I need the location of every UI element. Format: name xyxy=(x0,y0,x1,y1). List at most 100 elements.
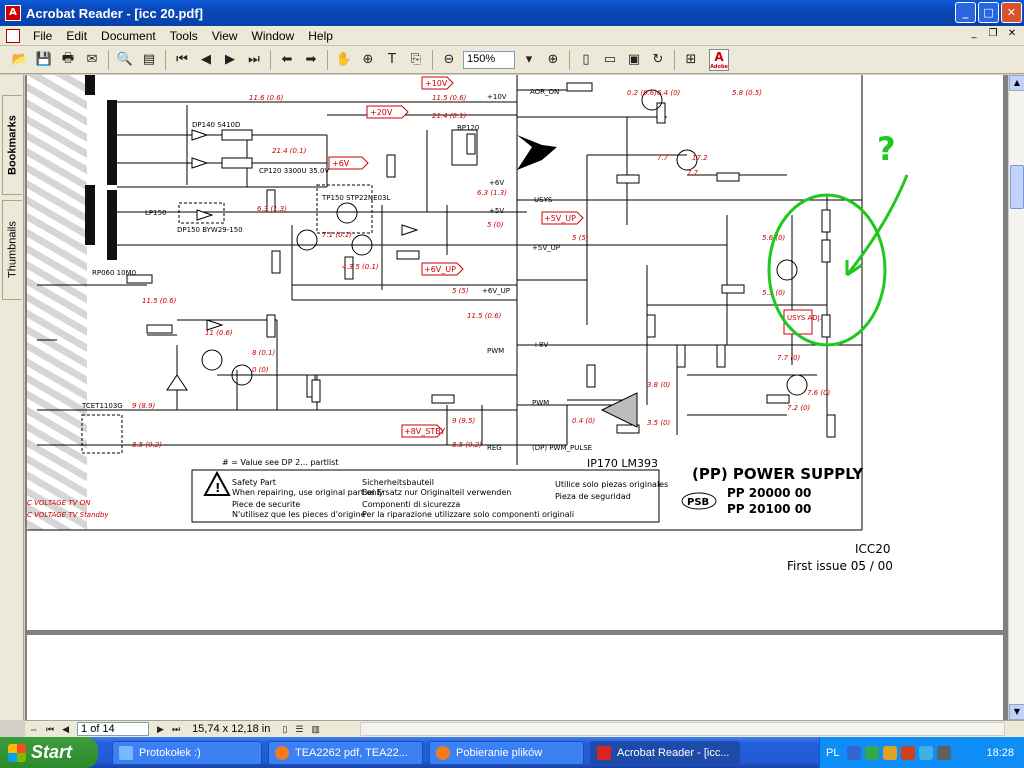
label-5v: +5V xyxy=(489,207,504,215)
taskbar-item-tea2262[interactable]: TEA2262 pdf, TEA22... xyxy=(268,740,423,765)
last-page-icon[interactable]: ⏭ xyxy=(171,723,181,734)
svg-text:8 (0.1): 8 (0.1) xyxy=(252,349,276,357)
zoom-in-tool-icon[interactable]: ⊕ xyxy=(362,52,374,67)
label-5v-up: +5V_UP xyxy=(532,244,560,252)
language-indicator[interactable]: PL xyxy=(826,746,840,759)
task-label: Protokołek :) xyxy=(139,746,201,759)
horizontal-scrollbar[interactable] xyxy=(360,722,1005,736)
fit-width-icon[interactable]: ▣ xyxy=(627,52,641,67)
prev-page-icon[interactable]: ◀ xyxy=(62,723,70,734)
taskbar-item-protokolek[interactable]: Protokołek :) xyxy=(112,740,262,765)
svg-text:3.8 (0): 3.8 (0) xyxy=(647,381,671,389)
zoom-input[interactable]: 150% xyxy=(463,50,515,69)
zoom-in-icon[interactable]: ⊕ xyxy=(547,52,559,67)
text-select-icon[interactable]: T xyxy=(388,52,396,67)
task-label: TEA2262 pdf, TEA22... xyxy=(295,746,408,759)
menu-edit[interactable]: Edit xyxy=(66,28,88,43)
print-icon[interactable]: 🖶 xyxy=(61,50,75,66)
next-page-icon[interactable]: ▶ xyxy=(225,52,235,67)
doc-close-button[interactable]: ✕ xyxy=(1007,28,1017,39)
last-page-icon[interactable]: ⏭ xyxy=(248,52,260,67)
start-label: Start xyxy=(31,742,73,762)
menu-help[interactable]: Help xyxy=(308,28,333,43)
hand-tool-icon[interactable]: ✋ xyxy=(335,52,353,67)
svg-text:21.4 (0.1): 21.4 (0.1) xyxy=(432,112,467,120)
menu-document[interactable]: Document xyxy=(101,28,156,43)
tray-expand-icon[interactable] xyxy=(847,745,862,760)
taskbar-item-downloads[interactable]: Pobieranie plików xyxy=(429,740,584,765)
prev-page-icon[interactable]: ◀ xyxy=(201,52,211,67)
svg-text:0.2 (0.6): 0.2 (0.6) xyxy=(627,89,657,97)
messenger-tray-icon[interactable] xyxy=(883,745,898,760)
rotate-icon[interactable]: ↻ xyxy=(652,52,664,67)
tab-thumbnails[interactable]: Thumbnails xyxy=(2,200,22,300)
label-usys: USYS xyxy=(534,196,553,204)
more-tools-icon[interactable]: ⊞ xyxy=(685,52,697,67)
doc-restore-button[interactable]: ❐ xyxy=(988,28,998,39)
tab-bookmarks[interactable]: Bookmarks xyxy=(2,95,22,195)
label-pwm-2: PWM xyxy=(532,399,549,407)
svg-text:0.4 (0): 0.4 (0) xyxy=(572,417,596,425)
scroll-up-icon[interactable]: ▲ xyxy=(1009,75,1024,91)
svg-text:7.7 (0): 7.7 (0) xyxy=(777,354,801,362)
svg-text:0 (0): 0 (0) xyxy=(252,366,269,374)
volume-icon[interactable] xyxy=(919,745,934,760)
email-icon[interactable]: ✉ xyxy=(86,52,98,67)
network-icon[interactable] xyxy=(865,745,880,760)
zoom-dropdown-icon[interactable]: ▾ xyxy=(525,52,533,67)
minimize-button[interactable]: _ xyxy=(955,2,976,23)
legend-safety-en-1: Safety Part xyxy=(232,478,276,487)
menu-window[interactable]: Window xyxy=(251,28,295,43)
single-page-icon[interactable]: ▯ xyxy=(282,723,288,734)
menu-file[interactable]: File xyxy=(33,28,53,43)
note-tv-standby: C VOLTAGE TV Standby xyxy=(27,511,109,519)
hatched-border xyxy=(27,75,87,530)
facing-pages-icon[interactable]: ▥ xyxy=(311,723,320,734)
go-back-icon[interactable]: ⬅ xyxy=(281,52,293,67)
doc-minimize-button[interactable]: _ xyxy=(971,28,977,39)
legend-safety-es-2: Pieza de seguridad xyxy=(555,492,631,501)
fit-page-icon[interactable]: ▭ xyxy=(603,52,617,67)
label-aor-on: AOR_ON xyxy=(530,88,559,96)
scroll-thumb[interactable] xyxy=(1010,165,1024,209)
scroll-down-icon[interactable]: ▼ xyxy=(1009,704,1024,720)
first-page-icon[interactable]: ⏮ xyxy=(176,52,188,67)
document-view[interactable]: +10V +20V +6V +5V_UP +6V_UP +8V_STBY 11.… xyxy=(25,75,1008,720)
go-forward-icon[interactable]: ➡ xyxy=(305,52,317,67)
first-page-icon[interactable]: ⏮ xyxy=(46,723,55,734)
page-nav-arrows-icon[interactable]: ⇔ xyxy=(29,724,38,734)
taskbar-item-acrobat[interactable]: Acrobat Reader - [icc... xyxy=(590,740,740,765)
continuous-icon[interactable]: ☰ xyxy=(295,723,304,734)
flag-10v: +10V xyxy=(425,79,448,88)
transformer-core xyxy=(107,100,117,185)
svg-text:4.3 5 (0.1): 4.3 5 (0.1) xyxy=(342,263,379,271)
svg-text:11.5 (0.6): 11.5 (0.6) xyxy=(432,94,467,102)
save-icon[interactable]: 💾 xyxy=(35,52,53,67)
close-button[interactable]: ✕ xyxy=(1001,2,1022,23)
clock: 18:28 xyxy=(986,746,1014,759)
svg-text:7.2 (0): 7.2 (0) xyxy=(787,404,811,412)
toolbar-separator xyxy=(270,49,271,70)
psb-badge: PSB xyxy=(687,497,709,508)
next-page-icon[interactable]: ▶ xyxy=(157,723,164,734)
maximize-button[interactable]: □ xyxy=(978,2,999,23)
start-button[interactable]: Start xyxy=(0,737,98,768)
label-pwm-pulse: (DP) PWM_PULSE xyxy=(532,444,592,452)
schematic-drawing: +10V +20V +6V +5V_UP +6V_UP +8V_STBY 11.… xyxy=(27,75,909,573)
snapshot-icon[interactable]: ⎘ xyxy=(410,52,422,67)
document-icon[interactable] xyxy=(6,28,20,43)
label-dp150: DP150 BYW29-150 xyxy=(177,226,243,234)
toolbar-separator xyxy=(327,49,328,70)
search-icon[interactable]: 🔍 xyxy=(116,52,134,67)
menu-tools[interactable]: Tools xyxy=(169,28,198,43)
show-hide-navigation-icon[interactable]: ▤ xyxy=(142,52,156,67)
security-icon[interactable] xyxy=(901,745,916,760)
actual-size-icon[interactable]: ▯ xyxy=(582,52,590,67)
display-icon[interactable] xyxy=(937,745,952,760)
vertical-scrollbar[interactable]: ▲ ▼ xyxy=(1008,75,1024,720)
zoom-out-icon[interactable]: ⊖ xyxy=(443,52,455,67)
page-number-input[interactable]: 1 of 14 xyxy=(77,722,150,736)
menu-view[interactable]: View xyxy=(211,28,238,43)
open-icon[interactable]: 📂 xyxy=(11,52,29,67)
